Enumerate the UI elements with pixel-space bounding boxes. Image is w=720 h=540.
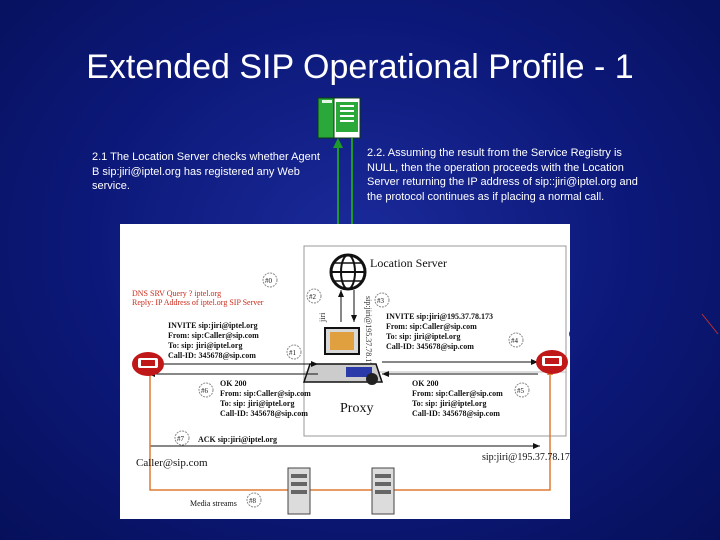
svg-text:#4: #4 [511,337,519,345]
callee-label: sip:jiri@195.37.78.173 [482,452,570,463]
location-server-label: Location Server [370,256,447,270]
svg-text:#1: #1 [289,349,297,357]
ok-right-line4: Call-ID: 345678@sip.com [412,409,500,418]
arrow-up-icon [333,138,343,148]
step-badge: #3 [375,293,389,307]
svg-text:#0: #0 [265,277,273,285]
step-badge: #1 [287,345,301,359]
globe-icon [331,255,365,289]
decorative-line [700,312,720,336]
invite-left-line2: From: sip:Caller@sip.com [168,331,259,340]
caller-label: Caller@sip.com [136,457,208,469]
callee-phone-icon [536,350,568,374]
arrow-down-icon [351,315,357,322]
invite-right-line4: Call-ID: 345678@sip.com [386,342,474,351]
arrow-up-icon [338,290,344,297]
invite-right-line3: To: sip: jiri@iptel.org [386,332,460,341]
ok-right-line3: To: sip: jiri@iptel.org [412,399,486,408]
step-badge: #4 [509,333,523,347]
ok-left-line3: To: sip: jiri@iptel.org [220,399,294,408]
user-small-icon [569,329,570,339]
svg-text:#2: #2 [309,293,317,301]
ok-left-line2: From: sip:Caller@sip.com [220,389,311,398]
invite-left-line4: Call-ID: 345678@sip.com [168,351,256,360]
step-badge: #2 [307,289,321,303]
step-badge: #5 [515,383,529,397]
media-gateway-left-icon [288,468,310,514]
invite-left-line3: To: sip: jiri@iptel.org [168,341,242,350]
jiri-side-label: jiri [318,312,327,323]
proxy-label: Proxy [340,401,373,416]
sip-diagram: Location Server jiri sip:jiri@195.37.78.… [120,224,570,519]
svg-text:#6: #6 [201,387,209,395]
service-registry-icon [316,96,364,140]
slide-title: Extended SIP Operational Profile - 1 [0,48,720,87]
svg-text:#5: #5 [517,387,525,395]
svg-text:#3: #3 [377,297,385,305]
step-badge: #8 [247,493,261,507]
svg-text:#7: #7 [177,435,185,443]
ok-right-line1: OK 200 [412,379,438,388]
caller-phone-icon [132,352,164,376]
step-badge: #7 [175,431,189,445]
ok-left-line1: OK 200 [220,379,246,388]
invite-right-line1: INVITE sip:jiri@195.37.78.173 [386,312,493,321]
ok-left-line4: Call-ID: 345678@sip.com [220,409,308,418]
invite-right-line2: From: sip:Caller@sip.com [386,322,477,331]
dns-query-text: DNS SRV Query ? iptel.org [132,289,221,298]
svg-text:#8: #8 [249,497,257,505]
invite-left-line1: INVITE sip:jiri@iptel.org [168,321,258,330]
arrow-right-icon [533,443,540,449]
ack-text: ACK sip:jiri@iptel.org [198,435,277,444]
dns-reply-text: Reply: IP Address of iptel.org SIP Serve… [132,298,264,307]
jiri-ip-vertical-label: sip:jiri@195.37.78.173 [364,296,373,370]
step-badge: #6 [199,383,213,397]
note-location-check: 2.1 The Location Server checks whether A… [92,150,322,194]
media-streams-label: Media streams [190,499,237,508]
step-badge: #0 [263,273,277,287]
note-registry-null: 2.2. Assuming the result from the Servic… [367,146,647,204]
media-gateway-right-icon [372,468,394,514]
ok-right-line2: From: sip:Caller@sip.com [412,389,503,398]
